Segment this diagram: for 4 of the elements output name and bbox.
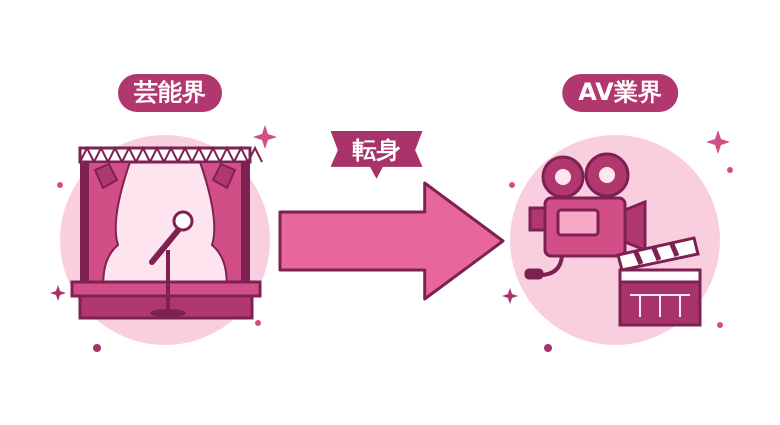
category-tag: AV業界 <box>562 74 678 112</box>
edge-label: 転身 <box>330 131 422 179</box>
category-tag: 芸能界 <box>118 74 222 112</box>
block-arrow <box>278 182 504 300</box>
